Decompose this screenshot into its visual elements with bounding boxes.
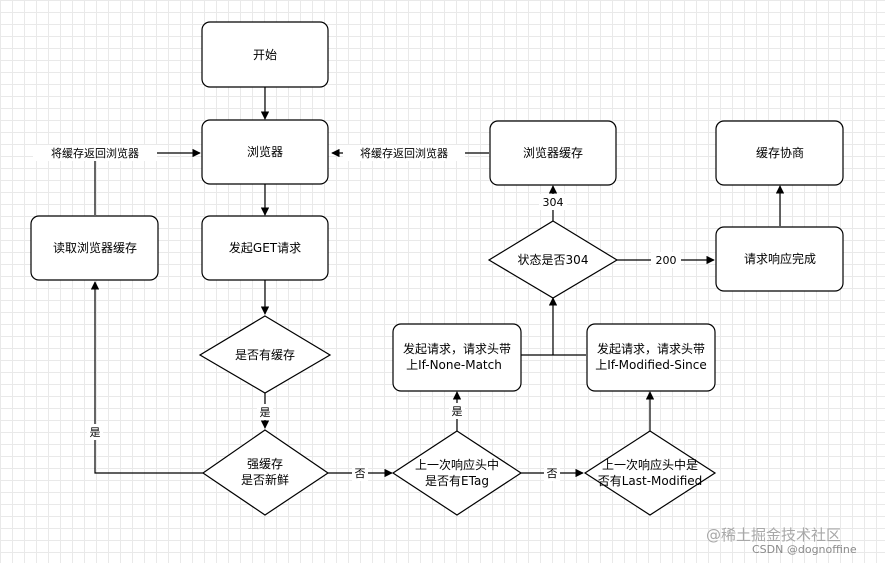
label-no-fresh: 否 (355, 467, 366, 480)
node-request-if-modified-since-line2: 上If-Modified-Since (595, 358, 707, 372)
watermark-line2: CSDN @dognoffine (752, 543, 857, 556)
label-yes-has-cache: 是 (260, 406, 271, 419)
node-read-browser-cache: 读取浏览器缓存 (30, 215, 159, 281)
label-200: 200 (656, 254, 677, 267)
node-request-if-none-match-line1: 发起请求，请求头带 (403, 341, 511, 356)
node-negotiate-cache-label: 缓存协商 (756, 145, 804, 160)
node-has-last-modified: 上一次响应头中是 否有Last-Modified (583, 430, 717, 516)
node-send-get: 发起GET请求 (201, 215, 329, 281)
watermark-line1: @稀土掘金技术社区 (706, 526, 841, 544)
label-yes-etag: 是 (452, 405, 463, 418)
node-has-etag-line1: 上一次响应头中 (415, 457, 499, 472)
edge-strong-yes-to-read (90, 281, 203, 474)
node-has-cache: 是否有缓存 (198, 315, 332, 394)
node-browser-cache: 浏览器缓存 (489, 120, 617, 186)
node-has-last-modified-line2: 否有Last-Modified (598, 474, 703, 488)
label-304: 304 (543, 196, 564, 209)
label-return-mid: 将缓存返回浏览器 (360, 146, 448, 160)
node-strong-cache-line1: 强缓存 (247, 457, 283, 471)
node-browser: 浏览器 (201, 119, 329, 185)
node-request-complete: 请求响应完成 (715, 226, 844, 292)
node-browser-label: 浏览器 (247, 144, 283, 159)
label-return-left: 将缓存返回浏览器 (51, 146, 139, 160)
node-has-etag: 上一次响应头中 是否有ETag (391, 430, 523, 516)
watermark: @稀土掘金技术社区 CSDN @dognoffine (706, 526, 857, 556)
node-negotiate-cache: 缓存协商 (715, 120, 844, 186)
node-has-last-modified-line1: 上一次响应头中是 (602, 457, 698, 472)
node-read-browser-cache-label: 读取浏览器缓存 (53, 240, 137, 255)
node-send-get-label: 发起GET请求 (229, 240, 301, 255)
edge-labels: 将缓存返回浏览器 将缓存返回浏览器 304 200 是 是 否 是 否 (33, 145, 681, 481)
node-status-304-label: 状态是否304 (518, 253, 589, 267)
node-status-304: 状态是否304 (487, 220, 619, 299)
node-request-if-none-match-line2: 上If-None-Match (406, 358, 502, 372)
node-has-etag-line2: 是否有ETag (425, 474, 489, 488)
node-start: 开始 (201, 21, 329, 88)
nodes: 开始 浏览器 浏览器缓存 缓存协商 读取浏览器缓存 发起GET请求 (30, 21, 844, 516)
node-strong-cache-line2: 是否新鲜 (241, 472, 289, 487)
node-request-if-none-match: 发起请求，请求头带 上If-None-Match (392, 323, 522, 392)
node-request-if-modified-since: 发起请求，请求头带 上If-Modified-Since (586, 323, 716, 392)
node-has-cache-label: 是否有缓存 (235, 348, 295, 362)
label-yes-fresh: 是 (90, 426, 101, 439)
edge-read-cache-to-browser (94, 148, 201, 215)
node-browser-cache-label: 浏览器缓存 (523, 145, 583, 160)
node-request-complete-label: 请求响应完成 (744, 251, 816, 266)
node-strong-cache-fresh: 强缓存 是否新鲜 (201, 429, 330, 516)
label-no-etag: 否 (547, 467, 558, 480)
node-request-if-modified-since-line1: 发起请求，请求头带 (597, 341, 705, 356)
edges (90, 87, 785, 478)
node-start-label: 开始 (253, 48, 277, 62)
